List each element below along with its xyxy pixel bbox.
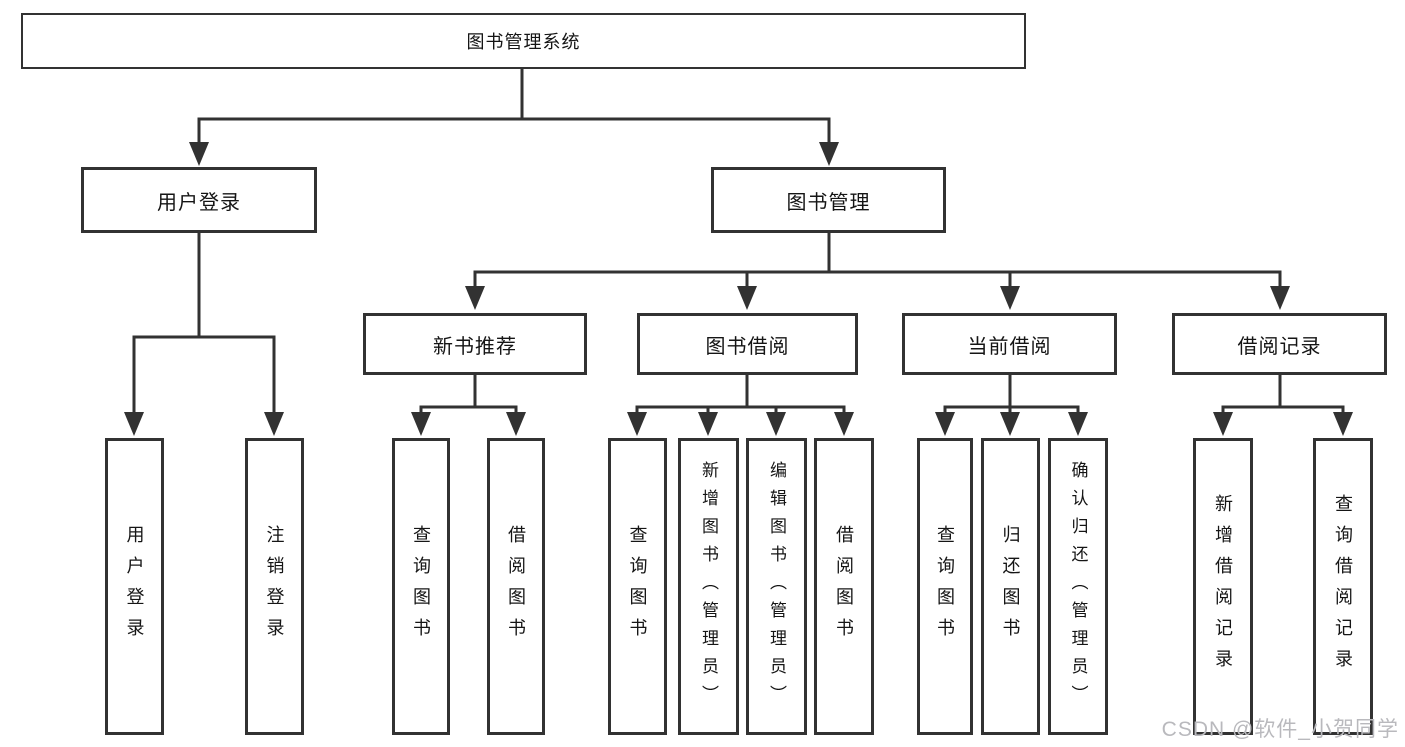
- csdn-watermark: CSDN @软件_小贺同学: [1161, 718, 1399, 741]
- leaf-br-add-borrow-record: 新增借阅记录: [1193, 438, 1253, 735]
- node-borrowing-records: 借阅记录: [1172, 313, 1387, 375]
- leaf-bb-add-books-admin-label: 新增图书（管理员）: [699, 460, 718, 713]
- leaf-user-login-label: 用户登录: [124, 524, 145, 649]
- leaf-bb-borrow-books: 借阅图书: [814, 438, 874, 735]
- node-book-borrowing: 图书借阅: [637, 313, 858, 375]
- node-library-management-system: 图书管理系统: [21, 13, 1026, 69]
- leaf-bb-query-books: 查询图书: [608, 438, 667, 735]
- node-new-book-recommend: 新书推荐: [363, 313, 587, 375]
- leaf-cb-return-books-label: 归还图书: [1000, 524, 1021, 649]
- leaf-nbr-borrow-books: 借阅图书: [487, 438, 545, 735]
- leaf-cb-query-books: 查询图书: [917, 438, 973, 735]
- leaf-nbr-borrow-books-label: 借阅图书: [506, 524, 526, 649]
- node-new-book-recommend-label: 新书推荐: [433, 335, 517, 358]
- node-current-borrowing: 当前借阅: [902, 313, 1117, 375]
- node-borrowing-records-label: 借阅记录: [1237, 335, 1322, 358]
- leaf-bb-add-books-admin: 新增图书（管理员）: [678, 438, 739, 735]
- leaf-cb-confirm-return-admin: 确认归还（管理员）: [1048, 438, 1108, 735]
- leaf-bb-edit-books-admin: 编辑图书（管理员）: [746, 438, 807, 735]
- node-current-borrowing-label: 当前借阅: [967, 335, 1052, 358]
- leaf-bb-query-books-label: 查询图书: [627, 524, 648, 649]
- leaf-logout-label: 注销登录: [264, 524, 285, 649]
- leaf-nbr-query-books-label: 查询图书: [411, 524, 431, 649]
- node-library-management-system-label: 图书管理系统: [466, 32, 581, 52]
- node-user-login-branch-label: 用户登录: [157, 191, 241, 214]
- leaf-cb-confirm-return-admin-label: 确认归还（管理员）: [1068, 460, 1088, 713]
- leaf-bb-edit-books-admin-label: 编辑图书（管理员）: [767, 460, 786, 713]
- leaf-bb-borrow-books-label: 借阅图书: [834, 524, 854, 649]
- leaf-cb-query-books-label: 查询图书: [935, 524, 955, 649]
- leaf-nbr-query-books: 查询图书: [392, 438, 450, 735]
- leaf-cb-return-books: 归还图书: [981, 438, 1040, 735]
- leaf-br-add-borrow-record-label: 新增借阅记录: [1213, 493, 1233, 680]
- node-book-borrowing-label: 图书借阅: [705, 335, 790, 358]
- node-book-management-branch: 图书管理: [711, 167, 946, 233]
- node-book-management-branch-label: 图书管理: [786, 191, 871, 214]
- leaf-br-query-borrow-record-label: 查询借阅记录: [1333, 493, 1353, 680]
- node-user-login-branch: 用户登录: [81, 167, 317, 233]
- leaf-br-query-borrow-record: 查询借阅记录: [1313, 438, 1373, 735]
- leaf-user-login: 用户登录: [105, 438, 164, 735]
- leaf-logout: 注销登录: [245, 438, 304, 735]
